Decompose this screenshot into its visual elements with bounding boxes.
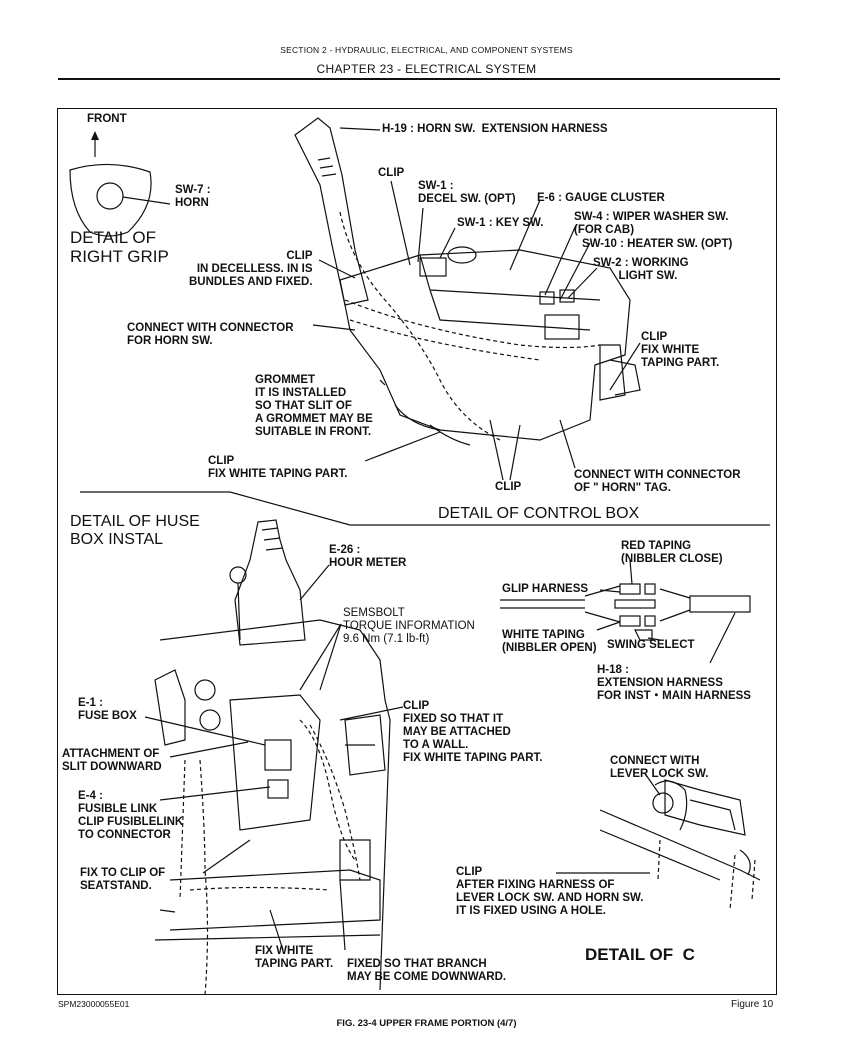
section-header: SECTION 2 - HYDRAULIC, ELECTRICAL, AND C… — [280, 45, 573, 55]
detail-c-title: DETAIL OF C — [585, 945, 695, 964]
fuse-box — [264, 739, 292, 771]
white-taping-label: WHITE TAPING (NIBBLER OPEN) — [502, 629, 597, 654]
semsbolt-label: SEMSBOLT TORQUE INFORMATION 9.6 Nm (7.1 … — [343, 607, 475, 645]
detail-divider — [229, 491, 351, 526]
h19-label: H-19 : HORN SW. EXTENSION HARNESS — [382, 123, 608, 135]
clip-bottom-label: CLIP — [495, 481, 522, 493]
clip-label: CLIP — [378, 167, 405, 179]
fuse-box-left — [154, 669, 186, 746]
lever-knob — [229, 566, 247, 584]
detail-control-title: DETAIL OF CONTROL BOX — [438, 505, 640, 522]
fuse-box-panel — [229, 694, 321, 831]
sw1-key-label: SW-1 : KEY SW. — [457, 217, 544, 229]
sw10-label: SW-10 : HEATER SW. (OPT) — [582, 238, 733, 250]
fixed-branch-label: FIXED SO THAT BRANCH MAY BE COME DOWNWAR… — [347, 958, 507, 983]
h18-label: H-18 : EXTENSION HARNESS FOR INST・MAIN H… — [597, 664, 751, 702]
red-taping-label: RED TAPING (NIBBLER CLOSE) — [621, 540, 723, 565]
control-lever — [294, 117, 369, 306]
figure-caption: FIG. 23-4 UPPER FRAME PORTION (4/7) — [336, 1018, 517, 1029]
attachment-label: ATTACHMENT OF SLIT DOWNWARD — [62, 748, 162, 773]
connect-horn-tag-label: CONNECT WITH CONNECTOR OF " HORN" TAG. — [574, 469, 741, 494]
doc-code: SPM23000055E01 — [58, 999, 130, 1009]
clip-lever-label: CLIP AFTER FIXING HARNESS OF LEVER LOCK … — [456, 866, 644, 917]
clip-wall-label: CLIP FIXED SO THAT IT MAY BE ATTACHED TO… — [403, 700, 543, 764]
detail-grip-title: DETAIL OF RIGHT GRIP — [70, 228, 169, 266]
chapter-header: CHAPTER 23 - ELECTRICAL SYSTEM — [316, 62, 537, 76]
clip-white-label: CLIP FIX WHITE TAPING PART. — [641, 331, 720, 369]
glip-harness-label: GLIP HARNESS — [502, 583, 589, 595]
control-box-body — [339, 249, 631, 441]
clip-fix-label: CLIP FIX WHITE TAPING PART. — [208, 455, 348, 480]
horn-button — [96, 182, 124, 210]
fix-white-taping-label: FIX WHITE TAPING PART. — [255, 945, 334, 970]
sw7-label: SW-7 : HORN — [175, 184, 211, 209]
e4-label: E-4 : FUSIBLE LINK CLIP FUSIBLELINK TO C… — [78, 790, 184, 841]
lever-body — [234, 519, 306, 646]
sw4-label: SW-4 : WIPER WASHER SW. (FOR CAB) — [574, 211, 729, 236]
extension-harness — [689, 595, 751, 613]
grip-outline — [69, 163, 152, 237]
front-label: FRONT — [87, 113, 127, 125]
sw2-label: SW-2 : WORKING LIGHT SW. — [593, 257, 689, 282]
e26-label: E-26 : HOUR METER — [329, 544, 407, 569]
figure-frame — [57, 108, 777, 995]
fix-clip-seat-label: FIX TO CLIP OF SEATSTAND. — [80, 867, 166, 892]
e6-label: E-6 : GAUGE CLUSTER — [537, 192, 665, 204]
e1-label: E-1 : FUSE BOX — [78, 697, 137, 722]
clip-decel-label: CLIP IN DECELLESS. IN IS BUNDLES AND FIX… — [189, 250, 313, 288]
swing-select-label: SWING SELECT — [607, 639, 695, 651]
grommet-label: GROMMET IT IS INSTALLED SO THAT SLIT OF … — [255, 374, 373, 438]
figure-number: Figure 10 — [731, 999, 774, 1010]
key-switch — [419, 257, 447, 277]
connect-lever-label: CONNECT WITH LEVER LOCK SW. — [610, 755, 709, 780]
sw1-decel-label: SW-1 : DECEL SW. (OPT) — [418, 180, 516, 205]
detail-fuse-title: DETAIL OF HUSE BOX INSTAL — [70, 513, 200, 548]
header-rule — [58, 78, 780, 80]
connect-horn-label: CONNECT WITH CONNECTOR FOR HORN SW. — [127, 322, 294, 347]
